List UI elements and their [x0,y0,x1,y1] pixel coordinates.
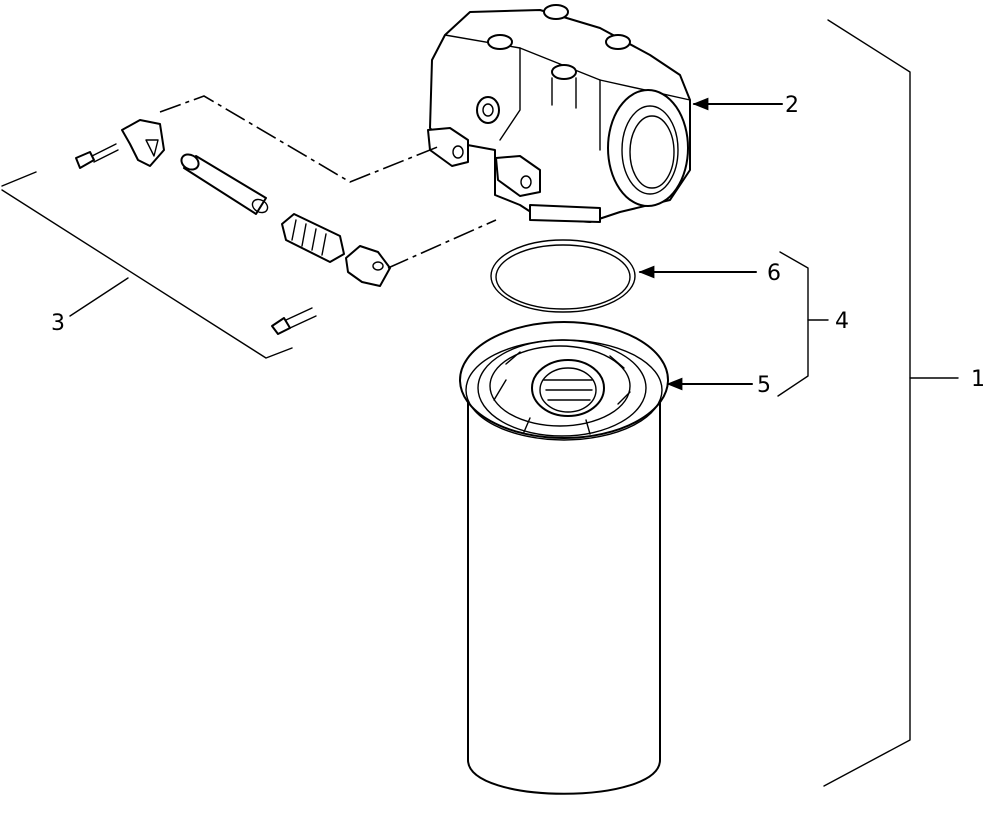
filter-head [427,4,691,223]
bracket-item-4 [777,251,809,397]
filter-element [459,321,669,795]
bypass-valve-kit [75,95,497,335]
callout-2: 2 [785,93,799,118]
callout-4: 4 [835,309,849,334]
callout-3: 3 [51,311,65,336]
callout-5: 5 [757,373,771,398]
leader-item-3 [69,277,129,317]
callout-6: 6 [767,261,781,286]
bracket-item-3 [1,171,293,359]
callout-1: 1 [971,367,985,392]
bracket-item-1 [823,19,911,787]
o-ring [490,239,636,313]
